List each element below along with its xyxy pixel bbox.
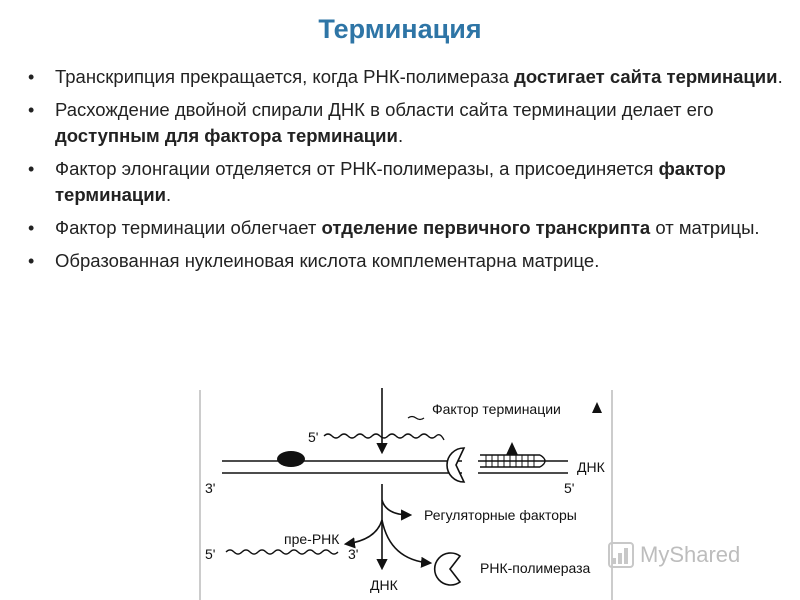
bullet-text: Расхождение двойной спирали ДНК в област… <box>55 99 714 120</box>
arrow-to-polymerase <box>381 519 433 568</box>
label-regulatory: Регуляторные факторы <box>424 507 577 523</box>
watermark: MyShared <box>608 537 768 573</box>
bullet-text-bold: достигает сайта терминации <box>514 66 778 87</box>
bullet-text-bold: доступным для фактора терминации <box>55 125 398 146</box>
termination-diagram: Фактор терминации 5' 3' 5' ДНК Регулятор… <box>199 388 613 600</box>
bullet-text: Образованная нуклеиновая кислота комплем… <box>55 250 600 271</box>
bullet-text: . <box>777 66 783 87</box>
terminator-hairpin <box>480 442 546 468</box>
label-pre-rna: пре-РНК <box>284 531 340 547</box>
bullet-item: Расхождение двойной спирали ДНК в област… <box>24 97 794 149</box>
elongation-factor-shape <box>277 451 305 467</box>
bullet-list: Транскрипция прекращается, когда РНК-пол… <box>24 64 794 281</box>
label-dna-right: ДНК <box>577 459 606 475</box>
termination-factor-triangle <box>592 402 602 413</box>
bullet-item: Транскрипция прекращается, когда РНК-пол… <box>24 64 794 90</box>
label-5prime-right: 5' <box>564 480 574 496</box>
bullet-text: Фактор терминации облегчает <box>55 217 322 238</box>
pre-rna-wave <box>225 549 339 555</box>
bullet-text-bold: фактор терминации <box>55 158 726 205</box>
label-termination-factor: Фактор терминации <box>432 401 561 417</box>
label-5prime-top: 5' <box>308 429 318 445</box>
termination-factor-link <box>407 415 425 421</box>
rna-polymerase-free <box>433 552 462 586</box>
bullet-item: Фактор терминации облегчает отделение пе… <box>24 215 794 241</box>
label-5prime-bottom: 5' <box>205 546 215 562</box>
rna-polymerase-shape-top <box>446 447 466 483</box>
arrow-to-pre-rna <box>343 519 383 549</box>
slide-title: Терминация <box>318 14 482 44</box>
label-dna-bottom: ДНК <box>370 577 399 593</box>
bullet-item: Фактор элонгации отделяется от РНК-полим… <box>24 156 794 208</box>
bullet-text: . <box>166 184 172 205</box>
label-3prime-left: 3' <box>205 480 215 496</box>
rna-transcript-top <box>323 433 445 441</box>
label-3prime-bottom: 3' <box>348 546 358 562</box>
watermark-text: MyShared <box>640 542 741 567</box>
bullet-text: Фактор элонгации отделяется от РНК-полим… <box>55 158 659 179</box>
bullet-text: от матрицы. <box>650 217 760 238</box>
bullet-text: . <box>397 125 404 146</box>
bullet-item: Образованная нуклеиновая кислота комплем… <box>24 248 794 274</box>
bullet-text: Транскрипция прекращается, когда РНК-пол… <box>55 66 515 87</box>
bullet-text-bold: отделение первичного транскрипта <box>321 217 651 238</box>
arrow-to-regulatory <box>381 499 413 521</box>
label-rna-polymerase: РНК-полимераза <box>480 560 591 576</box>
chart-logo-icon <box>608 542 634 568</box>
